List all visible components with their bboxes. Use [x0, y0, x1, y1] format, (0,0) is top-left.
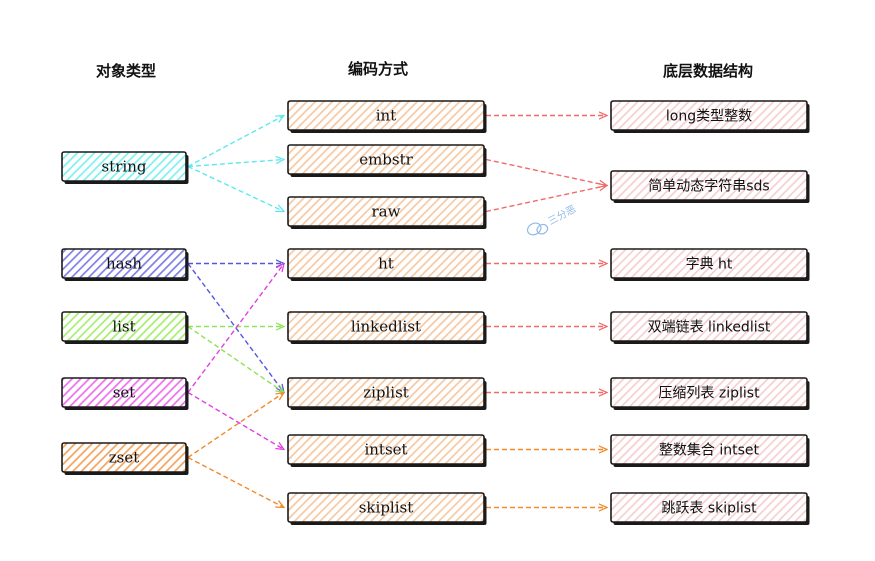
node-label: linkedlist: [351, 318, 421, 336]
edge-string-to-raw: [187, 165, 284, 212]
node-label: 双端链表 linkedlist: [648, 320, 771, 336]
object-node-hash: hash: [61, 248, 189, 281]
node-label: list: [112, 318, 135, 336]
node-box: [61, 377, 187, 408]
edge-string-to-embstr: [187, 160, 284, 168]
node-box: [287, 196, 485, 227]
node-label: 跳跃表 skiplist: [661, 501, 757, 517]
node-label: 整数集合 intset: [659, 442, 760, 459]
encoding-node-linkedlist: linkedlist: [287, 311, 487, 344]
header-object-types: 对象类型: [96, 62, 156, 80]
node-label: ht: [378, 255, 394, 273]
node-box: [61, 151, 187, 182]
node-box: [610, 248, 808, 279]
edge-set-to-intset: [187, 391, 284, 450]
node-box: [610, 492, 808, 523]
wechat-icon: [526, 222, 549, 236]
node-box: [61, 442, 187, 473]
structure-node-is: 整数集合 intset: [610, 434, 810, 467]
node-box: [287, 377, 485, 408]
node-label: raw: [372, 203, 401, 221]
encoding-node-embstr: embstr: [287, 144, 487, 177]
object-node-set: set: [61, 377, 189, 410]
node-box: [287, 434, 485, 465]
edge-zset-to-skiplist: [187, 456, 284, 508]
encoding-node-ziplist: ziplist: [287, 377, 487, 410]
node-label: 压缩列表 ziplist: [658, 386, 760, 402]
node-box: [610, 100, 808, 131]
encoding-node-skiplist: skiplist: [287, 492, 487, 525]
node-label: zset: [109, 449, 140, 467]
node-label: hash: [106, 255, 142, 273]
node-label: ziplist: [363, 384, 409, 402]
node-box: [610, 170, 808, 201]
node-label: long类型整数: [666, 109, 752, 125]
node-box: [610, 434, 808, 465]
node-label: 简单动态字符串sds: [648, 178, 769, 195]
node-box: [287, 100, 485, 131]
node-box: [287, 144, 485, 175]
object-node-string: string: [61, 151, 189, 184]
node-box: [287, 311, 485, 342]
encoding-node-raw: raw: [287, 196, 487, 229]
node-label: string: [102, 158, 147, 176]
structure-node-dlist: 双端链表 linkedlist: [610, 311, 810, 344]
node-label: 字典 ht: [686, 257, 733, 273]
encoding-node-intset: intset: [287, 434, 487, 467]
edge-string-to-int: [187, 116, 284, 168]
edge-raw-to-sds: [485, 186, 607, 213]
node-label: embstr: [359, 151, 413, 169]
node-label: set: [113, 384, 136, 402]
node-label: int: [376, 107, 397, 125]
structure-node-long: long类型整数: [610, 100, 810, 133]
node-box: [287, 248, 485, 279]
edge-list-to-ziplist: [187, 325, 284, 393]
encoding-node-ht: ht: [287, 248, 487, 281]
edge-embstr-to-sds: [485, 158, 607, 186]
node-label: skiplist: [359, 499, 414, 517]
header-encodings: 编码方式: [348, 60, 408, 78]
object-node-list: list: [61, 311, 189, 344]
object-node-zset: zset: [61, 442, 189, 475]
node-box: [61, 311, 187, 342]
node-box: [610, 311, 808, 342]
node-box: [61, 248, 187, 279]
edge-set-to-ht: [187, 264, 284, 393]
edge-zset-to-ziplist: [187, 393, 284, 459]
node-box: [287, 492, 485, 523]
structure-node-dict: 字典 ht: [610, 248, 810, 281]
encoding-node-int: int: [287, 100, 487, 133]
node-label: intset: [364, 441, 407, 459]
edges-layer: [187, 116, 607, 508]
header-data-structures: 底层数据结构: [663, 62, 753, 80]
watermark-text: 三分恶: [546, 203, 578, 228]
structure-node-zl: 压缩列表 ziplist: [610, 377, 810, 410]
watermark: 三分恶: [526, 203, 578, 236]
structure-node-sds: 简单动态字符串sds: [610, 170, 810, 203]
node-box: [610, 377, 808, 408]
structure-node-sl: 跳跃表 skiplist: [610, 492, 810, 525]
nodes-layer: string hash list set zset int embstr raw ht linke…: [61, 100, 810, 525]
